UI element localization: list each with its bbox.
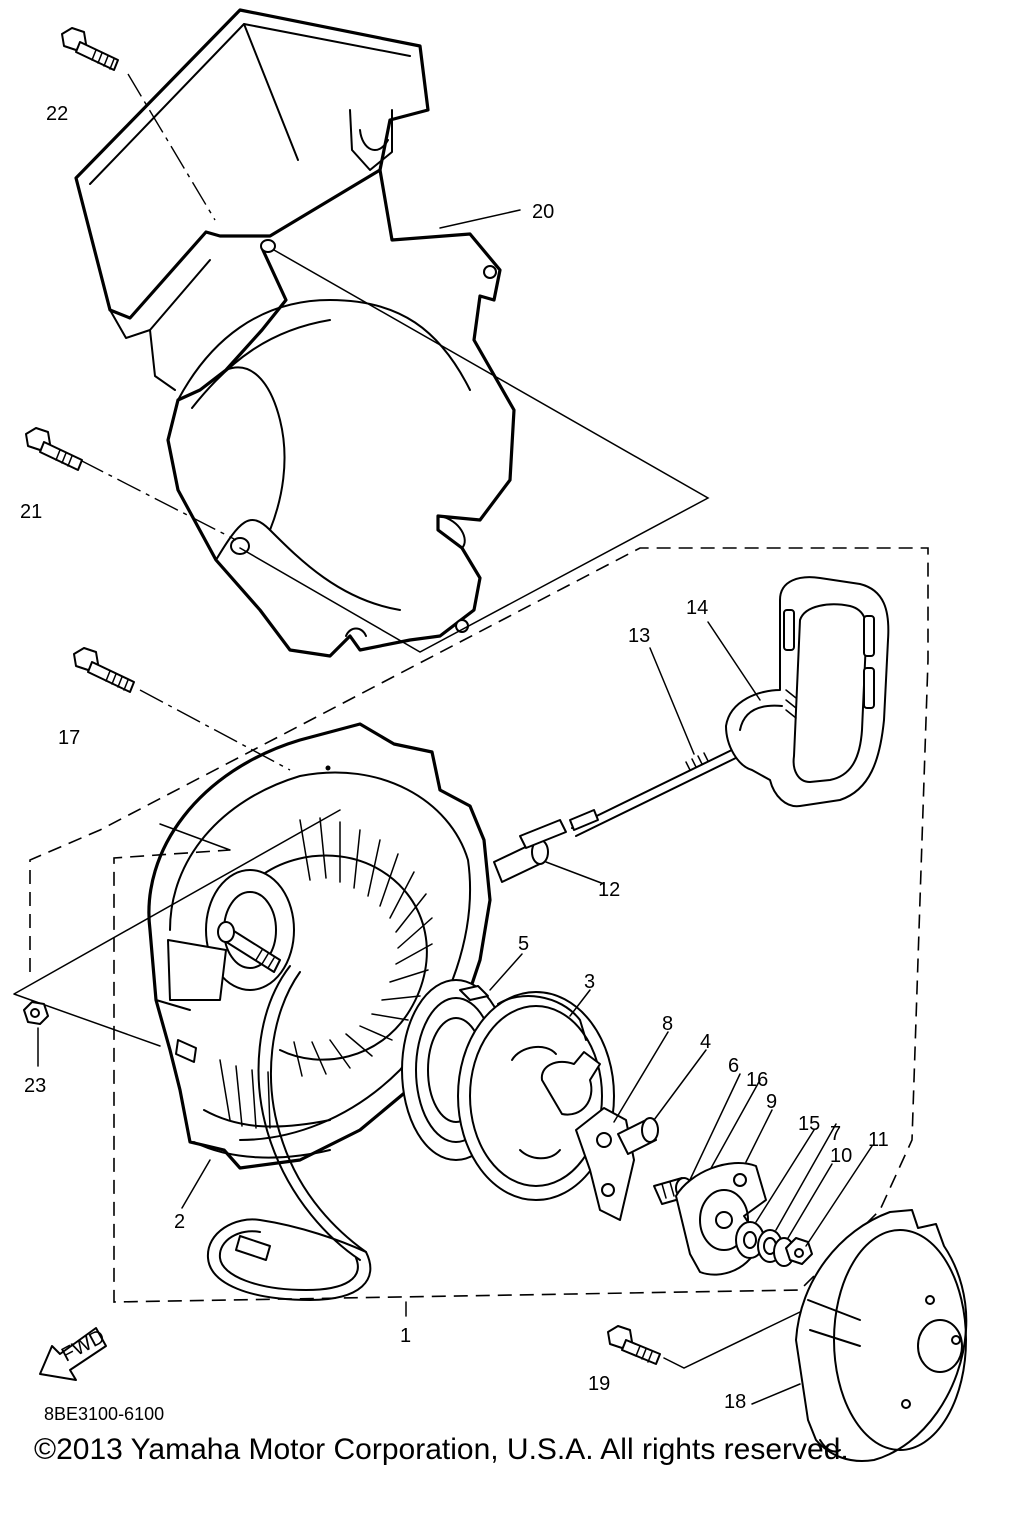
callout-1: 1 — [400, 1325, 411, 1347]
callout-4: 4 — [700, 1031, 711, 1053]
callout-2: 2 — [174, 1211, 185, 1233]
callout-3: 3 — [584, 971, 595, 993]
nut-11 — [785, 1237, 813, 1265]
callout-9: 9 — [766, 1091, 777, 1113]
callout-20: 20 — [532, 201, 554, 223]
pulley-18 — [795, 1209, 968, 1462]
callout-17: 17 — [58, 727, 80, 749]
reel-3 — [401, 979, 615, 1201]
fwd-arrow-icon: FWD — [39, 1326, 109, 1381]
bolt-22 — [61, 27, 119, 71]
handle-14 — [725, 576, 890, 808]
callout-10: 10 — [830, 1145, 852, 1167]
callout-15: 15 — [798, 1113, 820, 1135]
diagram-code: 8BE3100-6100 — [44, 1404, 165, 1424]
callout-12: 12 — [598, 879, 620, 901]
callout-5: 5 — [518, 933, 529, 955]
bolt-19 — [607, 1325, 661, 1365]
callout-14: 14 — [686, 597, 708, 619]
callout-18: 18 — [724, 1391, 746, 1413]
shroud-20 — [74, 8, 516, 658]
callout-11: 11 — [868, 1129, 889, 1151]
callout-7: 7 — [830, 1123, 841, 1145]
recoil-housing-2 — [147, 722, 492, 1170]
spring-4 — [617, 1117, 659, 1155]
callout-13: 13 — [628, 625, 650, 647]
nut-23 — [23, 1001, 49, 1025]
callout-16: 16 — [746, 1069, 768, 1091]
bolt-21 — [25, 427, 83, 471]
callout-6: 6 — [728, 1055, 739, 1077]
guide-12 — [493, 819, 567, 883]
callout-labels: 1 2 3 4 5 6 7 8 9 10 11 12 13 14 15 16 1… — [20, 103, 889, 1413]
callout-21: 21 — [20, 501, 42, 523]
callout-8: 8 — [662, 1013, 673, 1035]
callout-22: 22 — [46, 103, 68, 125]
copyright-notice: ©2013 Yamaha Motor Corporation, U.S.A. A… — [34, 1433, 849, 1466]
bolt-17 — [73, 647, 135, 693]
callout-23: 23 — [24, 1075, 46, 1097]
callout-19: 19 — [588, 1373, 610, 1395]
